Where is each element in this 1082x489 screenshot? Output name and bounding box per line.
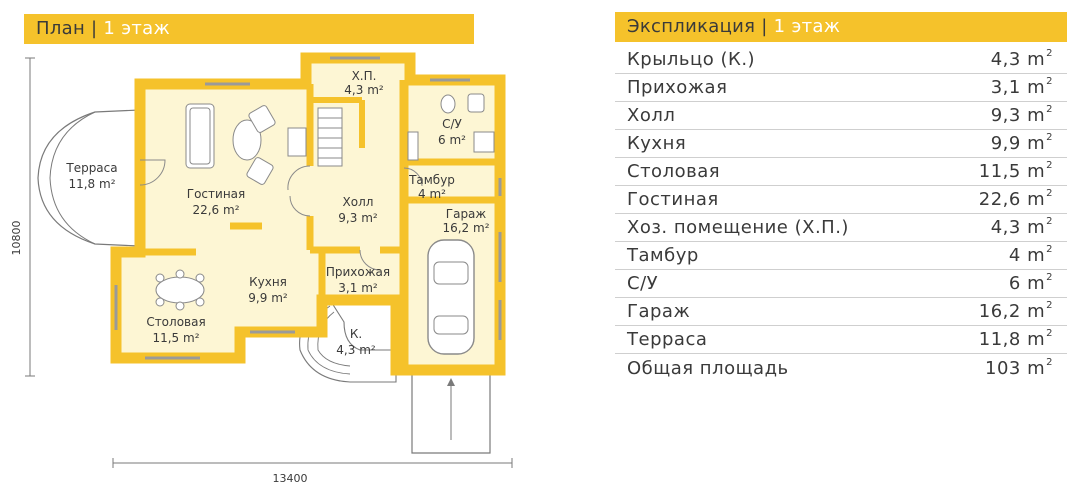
explication-row: Прихожая 3,1 m2 [615, 74, 1067, 102]
explication-table: Крыльцо (К.) 4,3 m2 Прихожая 3,1 m2 Холл 9,… [615, 46, 1067, 382]
room-name: Гараж [627, 301, 691, 322]
plan-header-floor: 1 этаж [103, 18, 171, 39]
total-name: Общая площадь [627, 357, 789, 379]
explication-row: Столовая 11,5 m2 [615, 158, 1067, 186]
room-name: Терраса [627, 329, 708, 350]
explication-header-separator: | [761, 16, 768, 37]
kitchen-name: Кухня [249, 275, 287, 289]
terrace-area: 11,8 m² [68, 177, 115, 191]
terrace [37, 109, 141, 247]
explication-header-floor: 1 этаж [773, 16, 841, 37]
porch-name: К. [350, 327, 362, 341]
dining-table [155, 269, 205, 311]
room-name: Кухня [627, 133, 687, 154]
explication-row: Тамбур 4 m2 [615, 242, 1067, 270]
stairs [317, 107, 343, 167]
total-area: 103 m2 [985, 356, 1053, 379]
dimension-vertical-label: 10800 [10, 221, 23, 256]
vestibule-area: 4 m² [418, 187, 446, 201]
dimension-horizontal-label: 13400 [273, 472, 308, 485]
room-area: 6 m2 [1008, 272, 1053, 294]
room-area: 11,8 m2 [978, 328, 1053, 350]
explication-row: Хоз. помещение (Х.П.) 4,3 m2 [615, 214, 1067, 242]
hall-area: 9,3 m² [338, 211, 378, 225]
room-area: 3,1 m2 [990, 76, 1053, 98]
room-name: Столовая [627, 161, 721, 182]
room-name: Гостиная [627, 189, 719, 210]
explication-header-title: Экспликация [627, 16, 756, 37]
dining-area: 11,5 m² [152, 331, 199, 345]
room-name: Тамбур [627, 245, 699, 266]
bath-name: С/У [442, 117, 462, 131]
explication-row: Гостиная 22,6 m2 [615, 186, 1067, 214]
room-area: 11,5 m2 [978, 160, 1053, 182]
room-area: 4 m2 [1008, 244, 1053, 266]
plan-header: План|1 этаж [24, 14, 474, 44]
driveway [411, 370, 491, 454]
room-labels: Терраса 11,8 m² Гостиная 22,6 m² Х.П. 4,… [65, 69, 489, 357]
explication-header: Экспликация|1 этаж [615, 12, 1067, 42]
garage-area: 16,2 m² [442, 221, 489, 235]
explication-row: Крыльцо (К.) 4,3 m2 [615, 46, 1067, 74]
doors [139, 159, 423, 271]
room-area: 4,3 m2 [990, 216, 1053, 238]
porch-area: 4,3 m² [336, 343, 376, 357]
explication-total-row: Общая площадь 103 m2 [615, 354, 1067, 382]
utility-area: 4,3 m² [344, 83, 384, 97]
room-area: 9,3 m2 [990, 104, 1053, 126]
floor-plan: 10800 13400 [10, 52, 513, 485]
room-area: 9,9 m2 [990, 132, 1053, 154]
utility-name: Х.П. [352, 69, 377, 83]
vestibule-name: Тамбур [408, 173, 455, 187]
dimension-horizontal [112, 458, 513, 468]
living-name: Гостиная [187, 187, 245, 201]
explication-row: Гараж 16,2 m2 [615, 298, 1067, 326]
kitchen-area: 9,9 m² [248, 291, 288, 305]
room-area: 22,6 m2 [978, 188, 1053, 210]
room-name: С/У [627, 273, 659, 294]
terrace-name: Терраса [65, 161, 117, 175]
bath-fixtures [407, 93, 495, 161]
room-name: Хоз. помещение (Х.П.) [627, 217, 849, 238]
plan-header-separator: | [91, 18, 98, 39]
explication-row: С/У 6 m2 [615, 270, 1067, 298]
room-name: Холл [627, 105, 676, 126]
hall-name: Холл [343, 195, 374, 209]
explication-row: Терраса 11,8 m2 [615, 326, 1067, 354]
windows [114, 56, 502, 360]
room-area: 16,2 m2 [978, 300, 1053, 322]
entry-name: Прихожая [326, 265, 390, 279]
dining-name: Столовая [146, 315, 205, 329]
plan-header-title: План [36, 18, 86, 39]
room-area: 4,3 m2 [990, 48, 1053, 70]
explication-row: Кухня 9,9 m2 [615, 130, 1067, 158]
bath-area: 6 m² [438, 133, 466, 147]
entry-area: 3,1 m² [338, 281, 378, 295]
living-area: 22,6 m² [192, 203, 239, 217]
living-furniture [185, 103, 307, 185]
garage-car [427, 239, 475, 355]
room-name: Прихожая [627, 77, 728, 98]
garage-name: Гараж [446, 207, 487, 221]
room-name: Крыльцо (К.) [627, 49, 756, 70]
explication-row: Холл 9,3 m2 [615, 102, 1067, 130]
dimension-vertical [25, 57, 35, 377]
